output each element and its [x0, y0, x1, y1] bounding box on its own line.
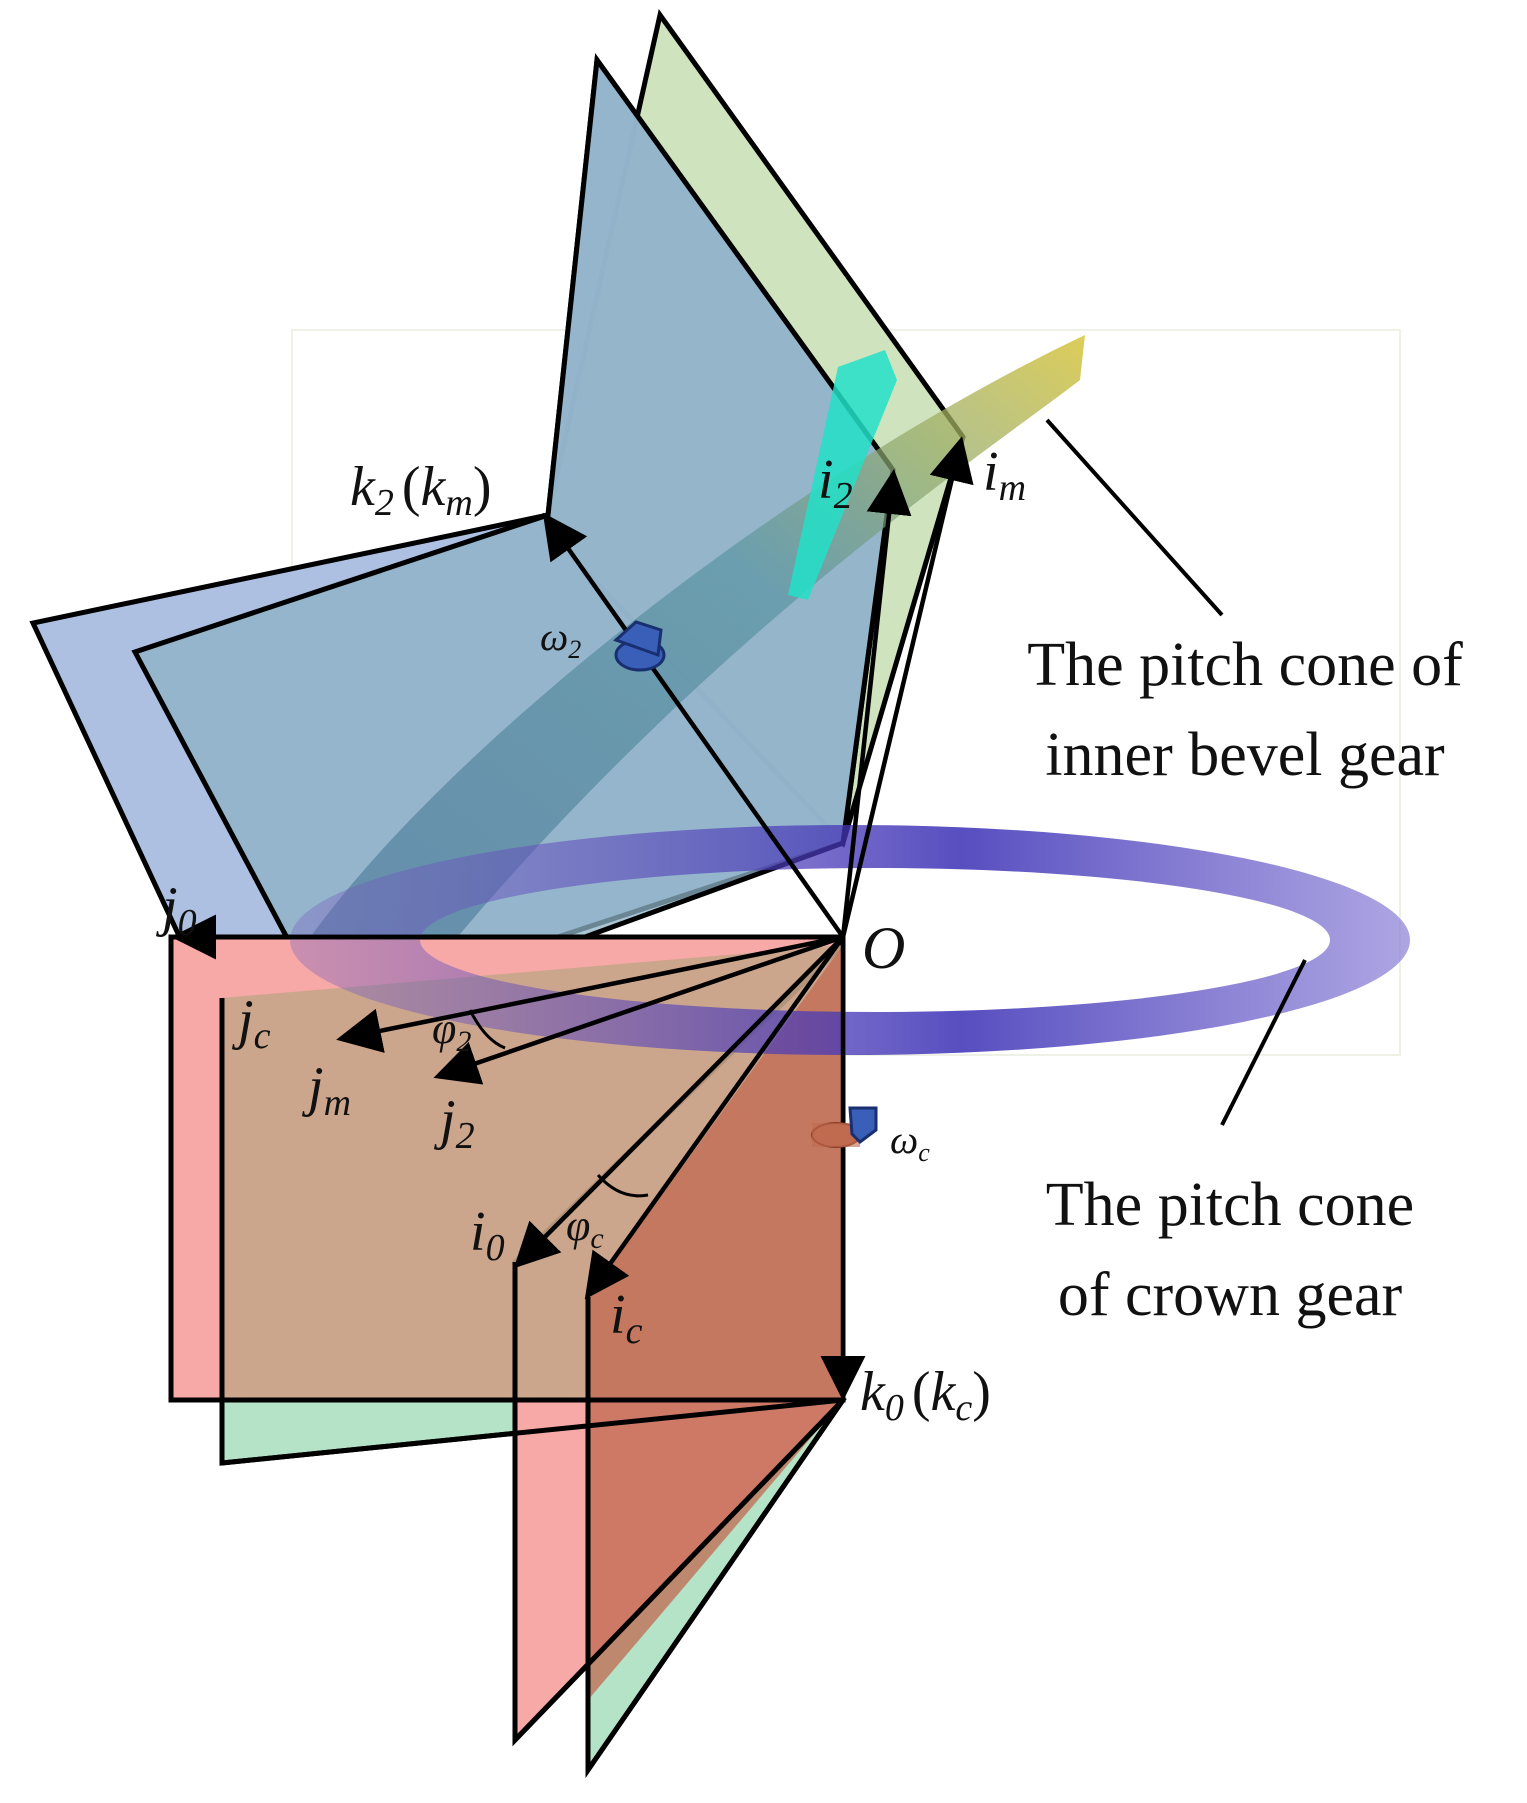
edge-ic [585, 1297, 846, 1779]
caption-inner-bevel-line2: inner bevel gear [1045, 721, 1445, 789]
label-k0-kc: k0(kc) [860, 1361, 991, 1429]
brown-overlap-plane-right [588, 945, 843, 1700]
caption-crown-line1: The pitch cone [1046, 1171, 1414, 1239]
crown-pitch-cone [290, 825, 1410, 1055]
omega2-marker [613, 620, 666, 672]
label-phic: φc [566, 1201, 604, 1255]
label-i0: i0 [470, 1201, 505, 1269]
label-i2: i2 [818, 449, 853, 517]
phic-arc [596, 1174, 649, 1198]
phi2-arc [468, 1009, 506, 1050]
edge-i0 [512, 1262, 845, 1747]
caption-inner-bevel-line1: The pitch cone of [1027, 631, 1463, 699]
label-omegac: ωc [890, 1117, 930, 1167]
label-O: O [862, 915, 905, 981]
label-k2-km: k2(km) [350, 456, 491, 524]
label-jm: jm [302, 1056, 351, 1124]
arrow-im [840, 436, 974, 938]
arrow-k2 [542, 512, 845, 939]
bevel-cone-highlight [788, 350, 897, 600]
label-ic: ic [610, 1284, 643, 1352]
omegac-marker [811, 1106, 878, 1148]
label-j2: j2 [434, 1089, 475, 1157]
label-im: im [983, 441, 1026, 509]
caption-crown-line2: of crown gear [1058, 1261, 1403, 1329]
label-j0: j0 [156, 876, 197, 944]
axis-arrows [171, 436, 974, 1401]
edge-bottom-mint [221, 1397, 844, 1466]
arrow-jm [336, 934, 844, 1053]
label-jc: jc [232, 989, 271, 1057]
arrow-ic [584, 935, 845, 1300]
arrow-i2 [840, 469, 912, 938]
arrow-j2 [433, 934, 844, 1085]
leader-inner-bevel [1045, 418, 1224, 617]
label-phi2: φ2 [432, 1004, 471, 1058]
leader-crown [1220, 959, 1307, 1126]
label-omega2: ω2 [540, 614, 581, 664]
arrow-i0 [513, 935, 845, 1269]
